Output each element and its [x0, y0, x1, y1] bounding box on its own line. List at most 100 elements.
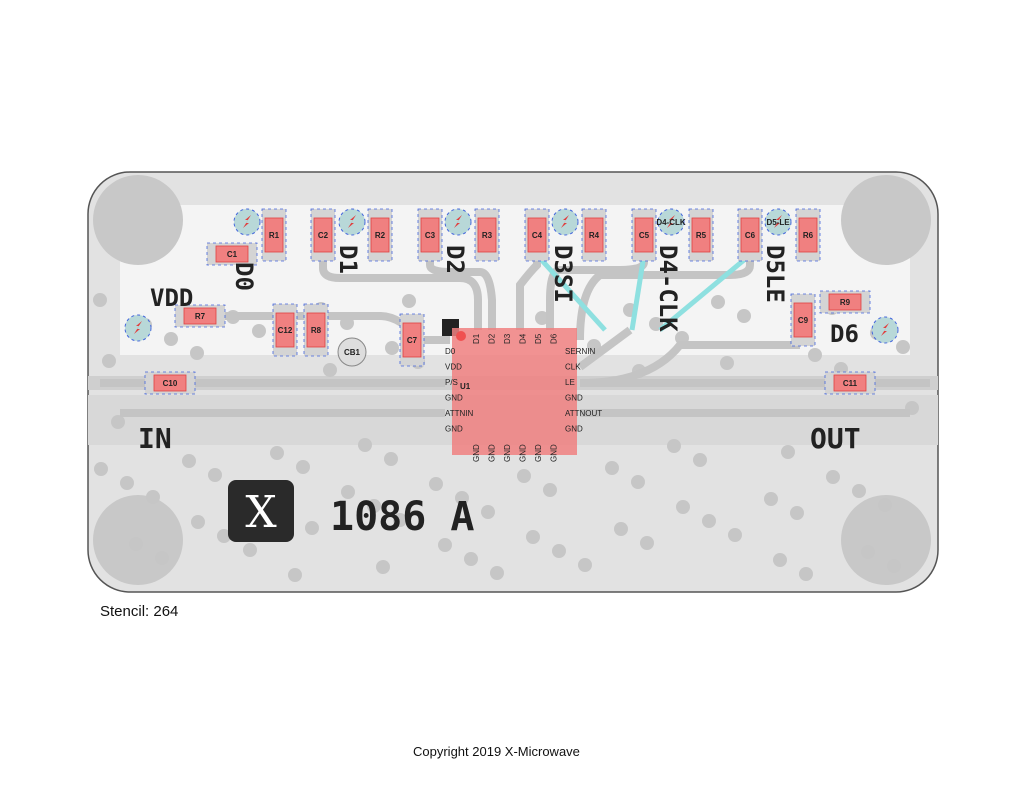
via	[773, 553, 787, 567]
svg-text:R6: R6	[803, 231, 814, 240]
pin-label: GND	[550, 444, 559, 462]
component-r3[interactable]: R3	[474, 208, 500, 262]
net-label-vdd: VDD	[150, 284, 193, 312]
via	[720, 356, 734, 370]
pin-label: D3	[503, 333, 512, 344]
svg-text:C1: C1	[227, 250, 238, 259]
via	[640, 536, 654, 550]
component-r9[interactable]: R9	[819, 290, 871, 314]
diode-icon	[561, 215, 569, 228]
via	[190, 346, 204, 360]
via	[376, 560, 390, 574]
mount-hole	[93, 175, 183, 265]
via	[93, 293, 107, 307]
svg-text:C11: C11	[843, 379, 858, 388]
via	[887, 559, 901, 573]
stencil-label: Stencil: 264	[100, 603, 179, 620]
component-r4[interactable]: R4	[581, 208, 607, 262]
svg-text:D5-LE: D5-LE	[766, 218, 790, 227]
component-c3[interactable]: C3	[417, 208, 443, 262]
svg-text:D4-CLK: D4-CLK	[656, 218, 686, 227]
via	[296, 460, 310, 474]
component-c4[interactable]: C4	[524, 208, 550, 262]
via	[438, 538, 452, 552]
via	[94, 462, 108, 476]
via	[102, 354, 116, 368]
svg-text:C2: C2	[318, 231, 329, 240]
svg-text:R3: R3	[482, 231, 493, 240]
diode-5[interactable]: D5-LE	[764, 208, 792, 236]
component-r1[interactable]: R1	[261, 208, 287, 262]
net-label-d4-clk: D4-CLK	[654, 245, 682, 332]
pin-label: VDD	[445, 363, 462, 372]
diode-icon	[774, 215, 782, 228]
via	[896, 340, 910, 354]
svg-text:X: X	[245, 487, 277, 538]
pin-label: GND	[534, 444, 543, 462]
component-c1[interactable]: C1	[206, 242, 258, 266]
via	[728, 528, 742, 542]
via	[878, 498, 892, 512]
pin-label: GND	[565, 394, 583, 403]
via	[702, 514, 716, 528]
via	[535, 311, 549, 325]
component-c10[interactable]: C10	[144, 371, 196, 395]
pin-label: D0	[445, 347, 456, 356]
component-c6[interactable]: C6	[737, 208, 763, 262]
bypass-cb1[interactable]: CB1	[337, 337, 367, 367]
pin-label: D1	[472, 333, 481, 344]
via	[129, 537, 143, 551]
port-in-label: IN	[138, 422, 172, 455]
via	[631, 475, 645, 489]
component-c2[interactable]: C2	[310, 208, 336, 262]
net-label-d1: D1	[334, 245, 362, 274]
pin-label: D4	[519, 333, 528, 344]
diode-3[interactable]	[551, 208, 579, 236]
component-r5[interactable]: R5	[688, 208, 714, 262]
component-c12[interactable]: C12	[272, 303, 298, 357]
via	[781, 445, 795, 459]
diode-7[interactable]	[871, 316, 899, 344]
via	[120, 476, 134, 490]
component-r7[interactable]: R7	[174, 304, 226, 328]
svg-text:C3: C3	[425, 231, 436, 240]
pin-label: GND	[503, 444, 512, 462]
via	[852, 484, 866, 498]
via	[217, 529, 231, 543]
pin-label: D5	[534, 333, 543, 344]
svg-text:C4: C4	[532, 231, 543, 240]
diode-icon	[454, 215, 462, 228]
diode-6[interactable]	[124, 314, 152, 342]
chip-ref: U1	[460, 382, 471, 391]
via	[341, 485, 355, 499]
highlight-traces	[535, 253, 752, 332]
via	[270, 446, 284, 460]
component-c5[interactable]: C5	[631, 208, 657, 262]
via	[790, 506, 804, 520]
via	[429, 477, 443, 491]
component-c7[interactable]: C7	[399, 313, 425, 367]
diode-2[interactable]	[444, 208, 472, 236]
component-c9[interactable]: C9	[790, 293, 816, 347]
svg-text:C9: C9	[798, 316, 809, 325]
via	[323, 363, 337, 377]
via	[799, 567, 813, 581]
component-r2[interactable]: R2	[367, 208, 393, 262]
net-label-d2: D2	[441, 245, 469, 274]
svg-text:R8: R8	[311, 326, 322, 335]
via	[305, 521, 319, 535]
component-c11[interactable]: C11	[824, 371, 876, 395]
diode-1[interactable]	[338, 208, 366, 236]
via	[605, 461, 619, 475]
diode-4[interactable]: D4-CLK	[656, 208, 686, 236]
component-r6[interactable]: R6	[795, 208, 821, 262]
via	[385, 341, 399, 355]
x-logo: X	[228, 480, 294, 542]
diode-icon	[134, 321, 142, 334]
via	[490, 566, 504, 580]
via	[737, 309, 751, 323]
diode-0[interactable]	[233, 208, 261, 236]
component-r8[interactable]: R8	[303, 303, 329, 357]
via	[667, 439, 681, 453]
